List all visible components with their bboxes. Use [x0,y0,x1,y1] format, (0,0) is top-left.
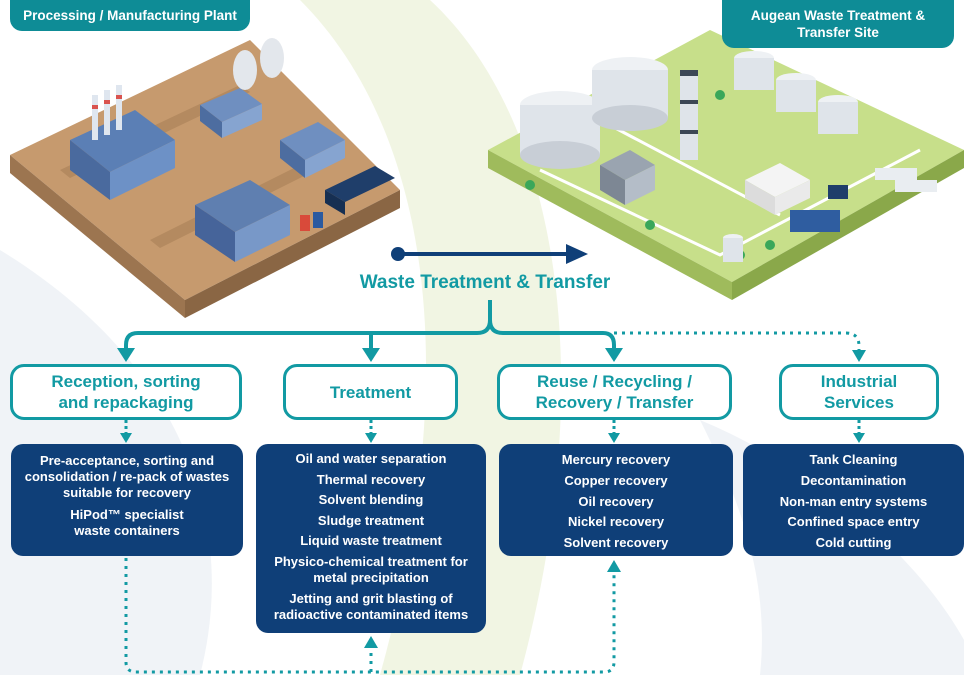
list-item: Confined space entry [787,514,920,530]
reception-details: Pre-acceptance, sorting and consolidatio… [11,444,243,556]
industrial-plant-illustration [10,38,400,318]
treatment-heading: Treatment [283,364,458,420]
list-item: Solvent recovery [563,535,669,551]
list-item: Tank Cleaning [809,452,898,467]
list-item: Jetting and grit blasting of radioactive… [273,590,469,622]
list-item: Thermal recovery [316,471,426,487]
reuse-heading: Reuse / Recycling / Recovery / Transfer [497,364,732,420]
list-item: HiPod™ specialist waste containers [70,507,184,538]
processing-plant-tag: Processing / Manufacturing Plant [10,0,250,31]
list-item: Liquid waste treatment [300,533,442,549]
list-item: Nickel recovery [567,514,665,530]
waste-treatment-site-illustration [488,30,964,300]
list-item: Oil recovery [578,493,654,509]
list-item: Solvent blending [318,492,424,508]
reception-heading: Reception, sorting and repackaging [10,364,242,420]
industrial-details: Tank Cleaning Decontamination Non-man en… [743,444,964,556]
waste-treatment-title: Waste Treatment & Transfer [359,272,611,293]
list-item: Sludge treatment [317,512,425,528]
list-item: Mercury recovery [561,452,671,467]
treatment-details: Oil and water separation Thermal recover… [256,444,486,633]
list-item: Physico-chemical treatment for metal pre… [274,553,468,585]
reuse-heading-label: Reuse / Recycling / Recovery / Transfer [535,372,694,412]
reuse-details: Mercury recovery Copper recovery Oil rec… [499,444,733,556]
list-item: Non-man entry systems [779,493,928,509]
treatment-heading-label: Treatment [329,382,412,402]
arrow-right-icon [391,244,588,264]
list-item: Oil and water separation [295,451,447,466]
list-item: Decontamination [800,472,907,488]
industrial-heading: Industrial Services [779,364,939,420]
reception-heading-label: Reception, sorting and repackaging [51,372,201,412]
industrial-heading-label: Industrial Services [820,372,898,412]
list-item: Copper recovery [564,472,668,488]
treatment-site-tag: Augean Waste Treatment & Transfer Site [722,0,954,48]
list-item: Pre-acceptance, sorting and consolidatio… [24,453,230,500]
list-item: Cold cutting [815,535,892,551]
